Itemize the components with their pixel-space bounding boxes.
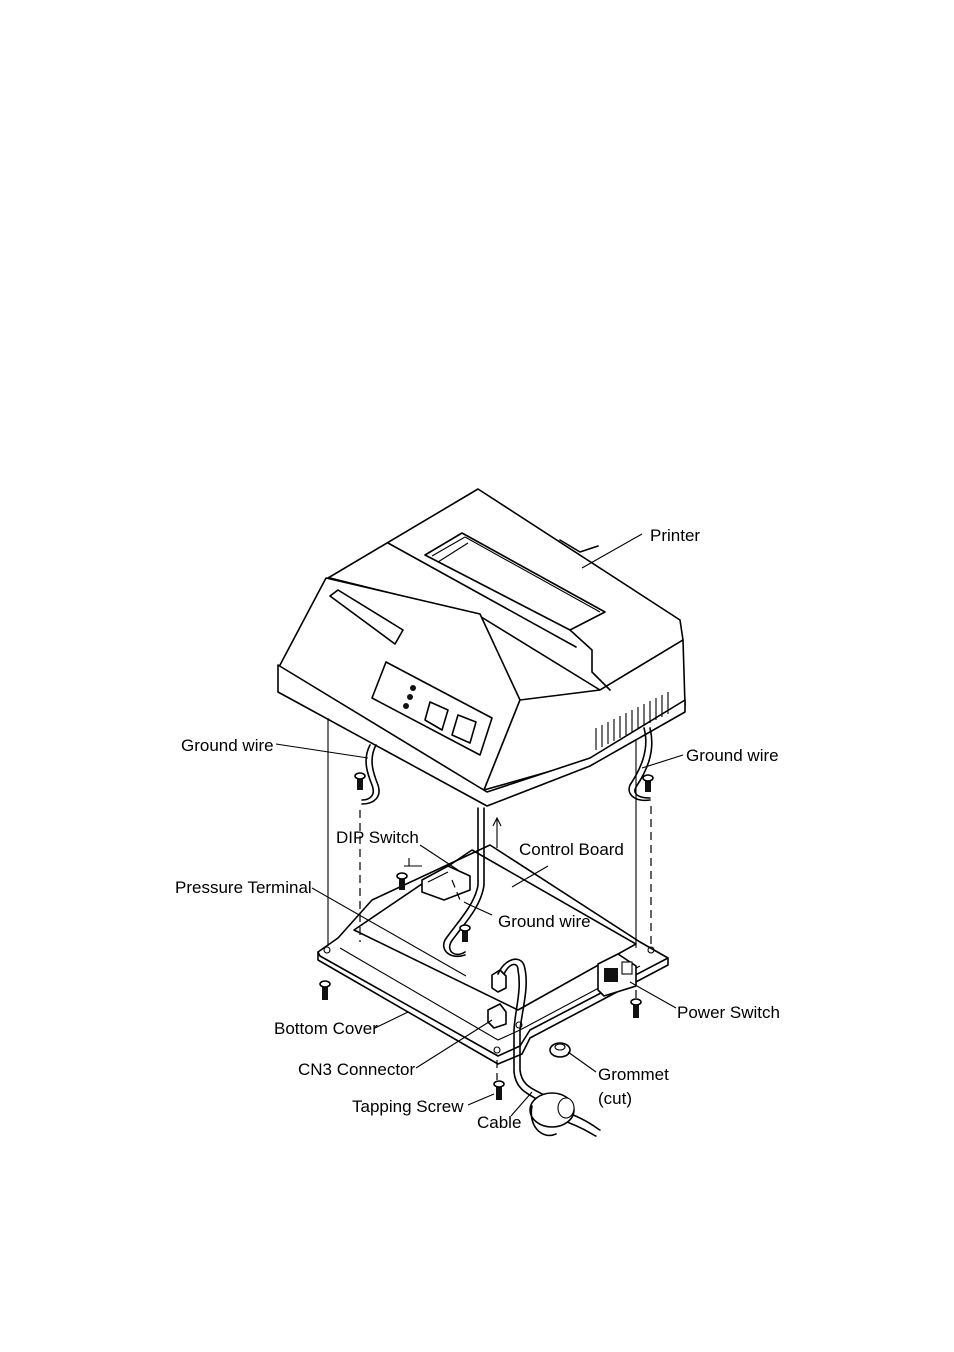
bottom-cover (317, 844, 669, 1065)
screws (319, 772, 654, 1100)
label-tapping-screw: Tapping Screw (352, 1097, 464, 1116)
label-control-board: Control Board (519, 840, 624, 859)
side-vents (595, 692, 669, 750)
assembly-guide-lines (327, 718, 652, 1080)
labels: Printer Ground wire Ground wire DIP Swit… (175, 526, 780, 1132)
screw-dip (396, 872, 408, 890)
label-printer: Printer (650, 526, 700, 545)
label-cable: Cable (477, 1113, 521, 1132)
label-power-switch: Power Switch (677, 1003, 780, 1022)
tapping-screw (493, 1080, 505, 1100)
label-grommet-cut: (cut) (598, 1089, 632, 1108)
label-pressure-terminal: Pressure Terminal (175, 878, 312, 897)
grommet (549, 1042, 571, 1058)
power-switch (597, 953, 637, 997)
dip-switch (421, 865, 471, 906)
label-ground-wire-right: Ground wire (686, 746, 779, 765)
screw-bottom-left (319, 980, 331, 1000)
label-ground-wire-center: Ground wire (498, 912, 591, 931)
label-dip-switch: DIP Switch (336, 828, 419, 847)
label-bottom-cover: Bottom Cover (274, 1019, 378, 1038)
cable (529, 1092, 601, 1137)
screw-right-ground (642, 774, 654, 792)
label-ground-wire-left: Ground wire (181, 736, 274, 755)
leader-lines (275, 533, 684, 1117)
screw-center-ground (459, 924, 471, 942)
screw-bottom-right (630, 998, 642, 1018)
printer-body (277, 488, 686, 807)
label-cn3-connector: CN3 Connector (298, 1060, 416, 1079)
label-grommet: Grommet (598, 1065, 669, 1084)
screw-left-ground (354, 772, 366, 790)
